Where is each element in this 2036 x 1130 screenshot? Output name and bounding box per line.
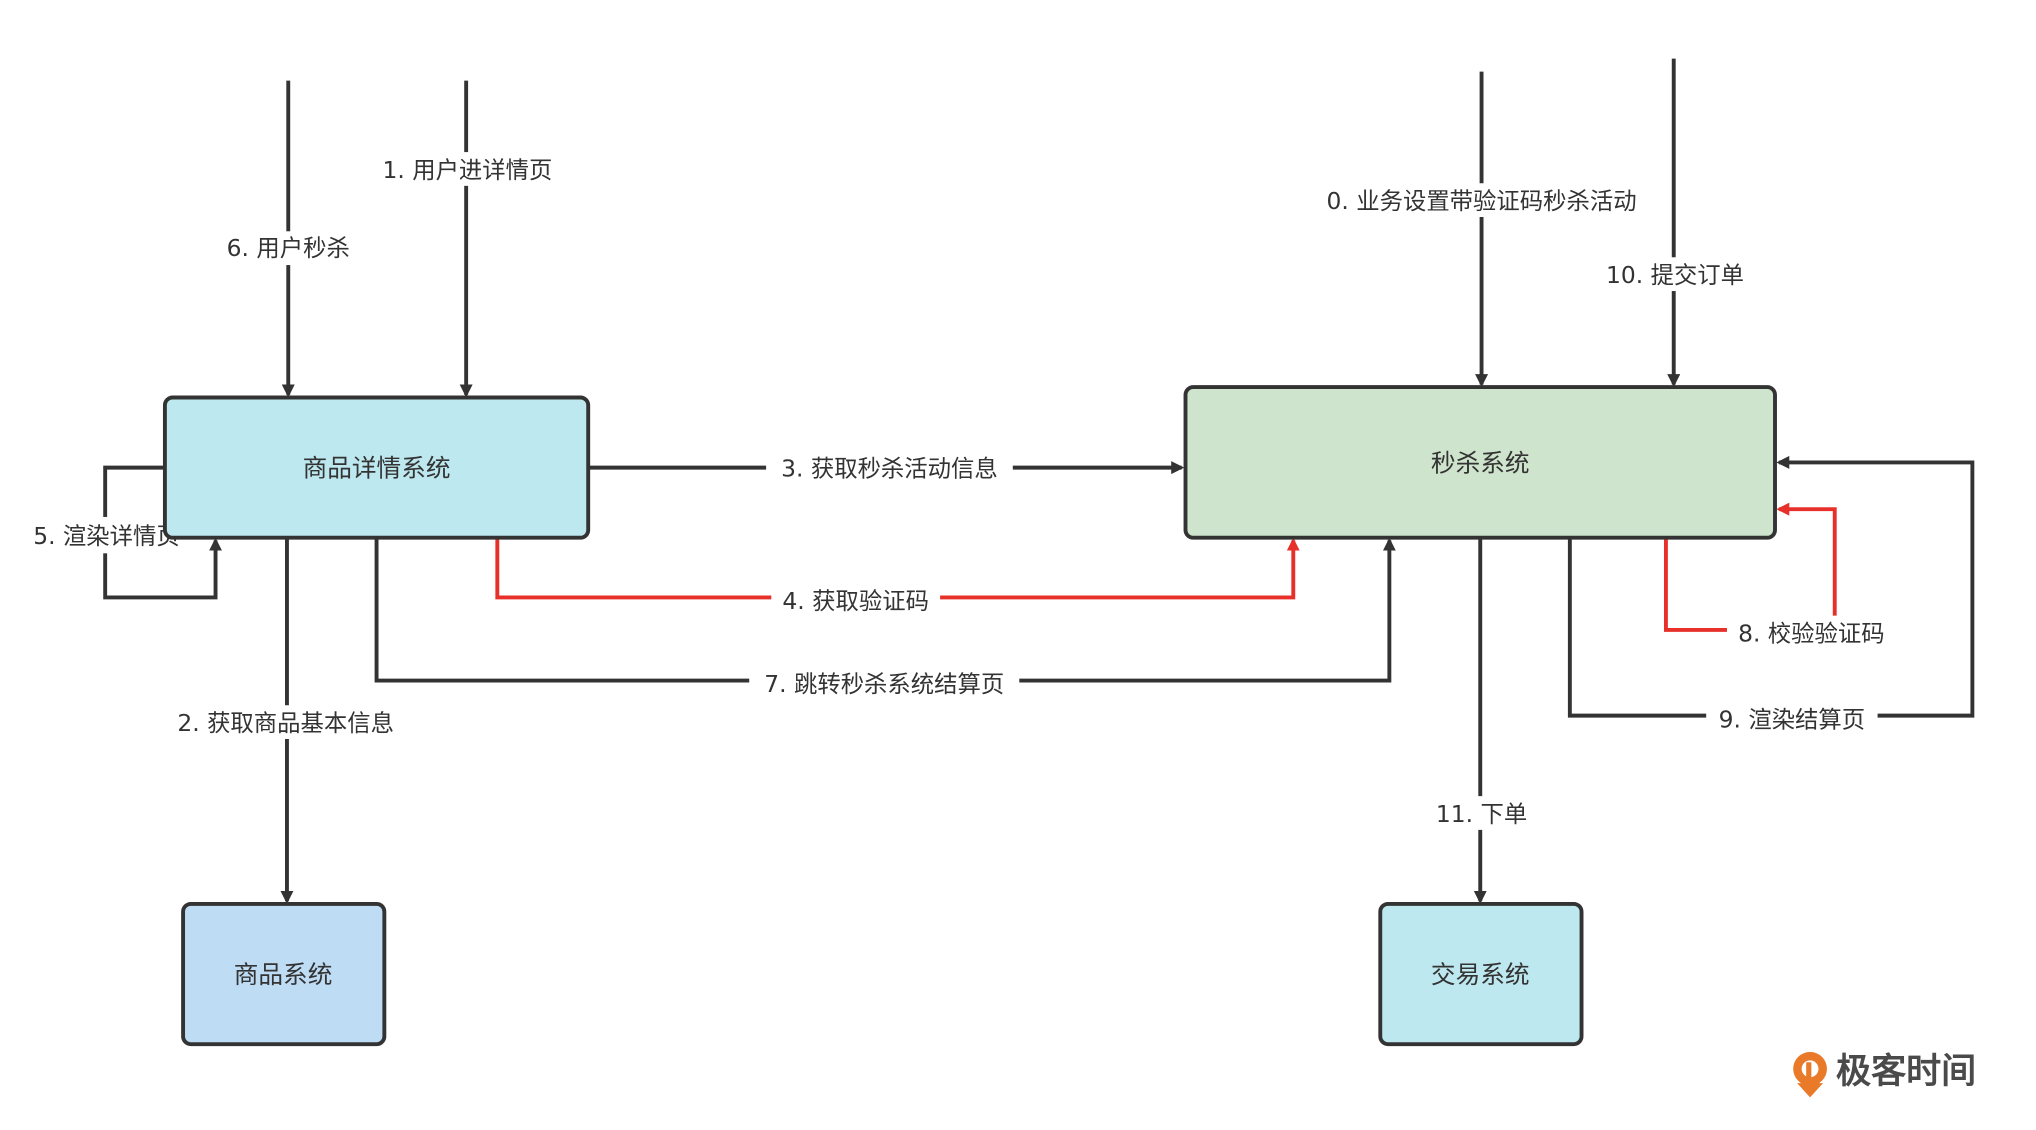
- edge-label-text: 1. 用户进详情页: [383, 156, 553, 184]
- edge-line: [1567, 455, 1975, 718]
- node-product-system[interactable]: 商品系统: [181, 901, 387, 1047]
- edge-label-e9: 9. 渲染结算页: [1706, 701, 1878, 736]
- edge-label-text: 8. 校验验证码: [1738, 620, 1885, 648]
- edge-label-text: 4. 获取验证码: [782, 587, 929, 615]
- node-label: 交易系统: [1431, 960, 1530, 989]
- edge-line: [103, 465, 223, 600]
- edge-label-e10: 10. 提交订单: [1598, 257, 1752, 292]
- node-label: 商品详情系统: [303, 454, 451, 483]
- edge-label-e11: 11. 下单: [1430, 796, 1533, 830]
- edge-label-text: 5. 渲染详情页: [33, 522, 180, 550]
- node-trade-system[interactable]: 交易系统: [1378, 901, 1584, 1047]
- edge-label-text: 9. 渲染结算页: [1719, 705, 1866, 733]
- edge-label-text: 6. 用户秒杀: [227, 234, 350, 262]
- edge-label-e2: 2. 获取商品基本信息: [161, 705, 413, 739]
- node-seckill-system[interactable]: 秒杀系统: [1183, 385, 1777, 540]
- edge-label-e0: 0. 业务设置带验证码秒杀活动: [1306, 183, 1657, 218]
- edge-label-text: 10. 提交订单: [1606, 261, 1744, 289]
- node-label: 商品系统: [234, 960, 333, 989]
- edge-render-detail: [103, 465, 223, 600]
- edge-label-text: 2. 获取商品基本信息: [177, 709, 394, 737]
- edge-label-e6: 6. 用户秒杀: [218, 231, 361, 266]
- geektime-logo-icon: [1793, 1051, 1827, 1098]
- node-product-detail-system[interactable]: 商品详情系统: [162, 395, 591, 540]
- edge-label-text: 7. 跳转秒杀系统结算页: [764, 670, 1004, 698]
- geektime-logo: 极客时间: [1793, 1051, 1976, 1098]
- edge-label-e8: 8. 校验验证码: [1726, 615, 1896, 650]
- edge-label-text: 11. 下单: [1436, 800, 1527, 828]
- edge-label-text: 0. 业务设置带验证码秒杀活动: [1327, 187, 1637, 215]
- edge-label-e7: 7. 跳转秒杀系统结算页: [749, 664, 1020, 699]
- edge-label-e3: 3. 获取秒杀活动信息: [766, 450, 1013, 485]
- edge-label-e5: 5. 渲染详情页: [18, 516, 191, 554]
- edge-label-e1: 1. 用户进详情页: [373, 152, 561, 186]
- geektime-logo-text: 极客时间: [1836, 1051, 1976, 1092]
- edge-label-e4: 4. 获取验证码: [771, 581, 941, 616]
- node-label: 秒杀系统: [1431, 449, 1530, 478]
- edge-label-text: 3. 获取秒杀活动信息: [781, 455, 998, 483]
- edge-render-checkout: [1567, 455, 1975, 718]
